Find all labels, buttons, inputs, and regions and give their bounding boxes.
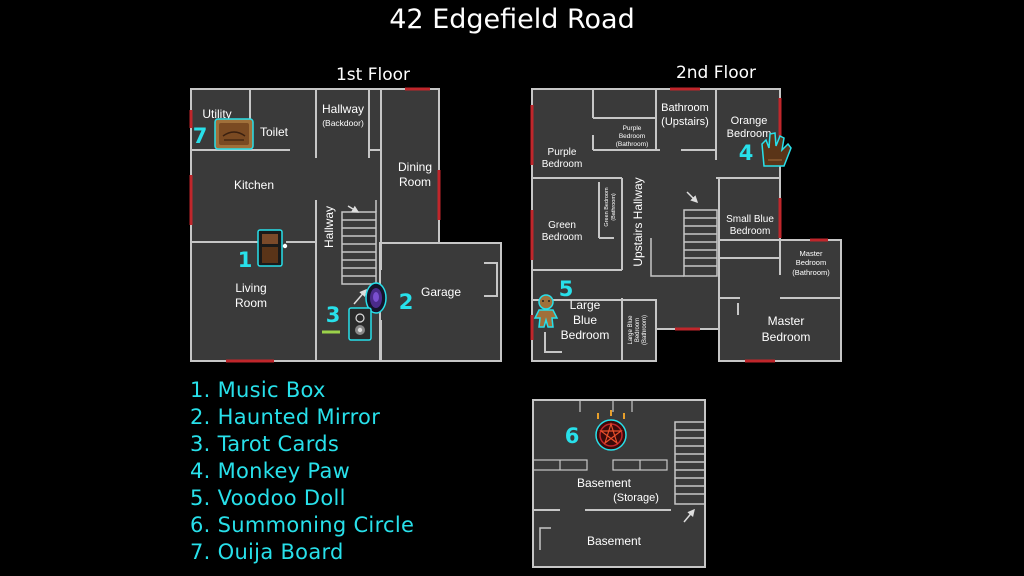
room-dining-1: Dining <box>398 160 432 174</box>
monkey-paw-icon <box>761 132 792 167</box>
legend-item-summoning-circle: 6. Summoning Circle <box>190 513 415 537</box>
marker-1: 1 <box>238 248 253 272</box>
room-garage: Garage <box>421 285 461 299</box>
room-large-blue-bathroom-2: Bedroom <box>635 318 641 342</box>
marker-3: 3 <box>326 303 341 327</box>
room-green-bedroom-2: Bedroom <box>542 232 583 243</box>
first-floor-room-labels: Utility Toilet Hallway (Backdoor) Dining… <box>202 102 461 310</box>
room-kitchen: Kitchen <box>234 178 274 192</box>
legend-item-ouija-board: 7. Ouija Board <box>190 540 344 564</box>
room-large-blue-2: Blue <box>573 313 597 327</box>
music-box-icon <box>257 229 288 267</box>
basement-stairs <box>674 421 706 523</box>
room-master-bathroom-3: (Bathroom) <box>792 268 830 277</box>
haunted-mirror-icon <box>365 282 387 314</box>
second-floor-room-labels: Bathroom (Upstairs) Orange Bedroom Purpl… <box>542 102 831 345</box>
room-large-blue-1: Large <box>570 298 601 312</box>
room-basement-storage: Basement <box>577 476 632 490</box>
marker-5: 5 <box>559 277 574 301</box>
tarot-cards-icon <box>348 307 372 341</box>
room-utility: Utility <box>202 107 231 121</box>
room-purple-bathroom-1: Purple <box>623 125 642 132</box>
legend-item-voodoo-doll: 5. Voodoo Doll <box>190 486 346 510</box>
room-basement-storage-sub: (Storage) <box>613 492 659 504</box>
room-living-1: Living <box>235 281 266 295</box>
room-master-bathroom-1: Master <box>800 249 823 258</box>
legend-item-haunted-mirror: 2. Haunted Mirror <box>190 405 381 429</box>
room-upstairs-hallway: Upstairs Hallway <box>631 177 645 266</box>
ouija-board-icon <box>214 118 254 150</box>
first-floor: 1st Floor <box>189 65 502 363</box>
room-purple-bedroom-1: Purple <box>548 147 577 158</box>
room-green-bedroom-1: Green <box>548 220 576 231</box>
room-large-blue-bathroom-3: (Bathroom) <box>642 315 648 345</box>
second-floor-label: 2nd Floor <box>676 63 756 83</box>
room-orange-bedroom-2: Bedroom <box>727 128 772 140</box>
first-floor-stairs <box>341 200 377 305</box>
first-floor-label: 1st Floor <box>336 65 410 85</box>
room-bathroom-upstairs-1: Bathroom <box>661 102 709 114</box>
room-small-blue-1: Small Blue <box>726 214 774 225</box>
basement-floor: Basement (Storage) Basement <box>532 399 706 568</box>
second-floor-plan <box>531 88 842 362</box>
basement-walls <box>532 400 671 550</box>
basement-room-labels: Basement (Storage) Basement <box>577 476 659 548</box>
room-dining-2: Room <box>399 175 431 189</box>
marker-7: 7 <box>193 124 208 148</box>
room-green-bathroom-2: (Bathroom) <box>611 193 617 221</box>
room-hallway-backdoor-sub: (Backdoor) <box>322 118 364 128</box>
item-legend: 1. Music Box 2. Haunted Mirror 3. Tarot … <box>190 377 414 566</box>
legend-item-music-box: 1. Music Box <box>190 378 326 402</box>
room-purple-bathroom-3: (Bathroom) <box>616 141 649 148</box>
marker-2: 2 <box>399 290 414 314</box>
room-master-bathroom-2: Bedroom <box>796 258 826 267</box>
second-floor-stairs <box>650 191 718 277</box>
room-master-bedroom-1: Master <box>768 314 805 328</box>
room-basement: Basement <box>587 534 642 548</box>
room-green-bathroom-1: Green Bedroom <box>604 187 610 227</box>
legend-item-tarot-cards: 3. Tarot Cards <box>190 432 340 456</box>
room-living-2: Room <box>235 296 267 310</box>
room-large-blue-3: Bedroom <box>561 328 610 342</box>
item-markers: 1 2 3 4 5 6 7 <box>193 124 754 448</box>
voodoo-doll-icon <box>533 294 559 328</box>
room-purple-bedroom-2: Bedroom <box>542 159 583 170</box>
summoning-circle-icon <box>595 410 627 451</box>
room-small-blue-2: Bedroom <box>730 226 771 237</box>
room-orange-bedroom-1: Orange <box>731 115 768 127</box>
marker-6: 6 <box>565 424 580 448</box>
room-master-bedroom-2: Bedroom <box>762 330 811 344</box>
room-hallway-backdoor: Hallway <box>322 102 364 116</box>
legend-item-monkey-paw: 4. Monkey Paw <box>190 459 351 483</box>
first-floor-windows <box>189 87 441 363</box>
room-purple-bathroom-2: Bedroom <box>619 133 645 140</box>
marker-4: 4 <box>739 141 754 165</box>
room-hallway: Hallway <box>322 206 336 248</box>
room-toilet: Toilet <box>260 125 289 139</box>
room-large-blue-bathroom-1: Large Blue <box>628 315 634 345</box>
room-bathroom-upstairs-2: (Upstairs) <box>661 116 709 128</box>
map-title: 42 Edgefield Road <box>389 4 635 35</box>
second-floor: 2nd Floor <box>530 63 842 363</box>
